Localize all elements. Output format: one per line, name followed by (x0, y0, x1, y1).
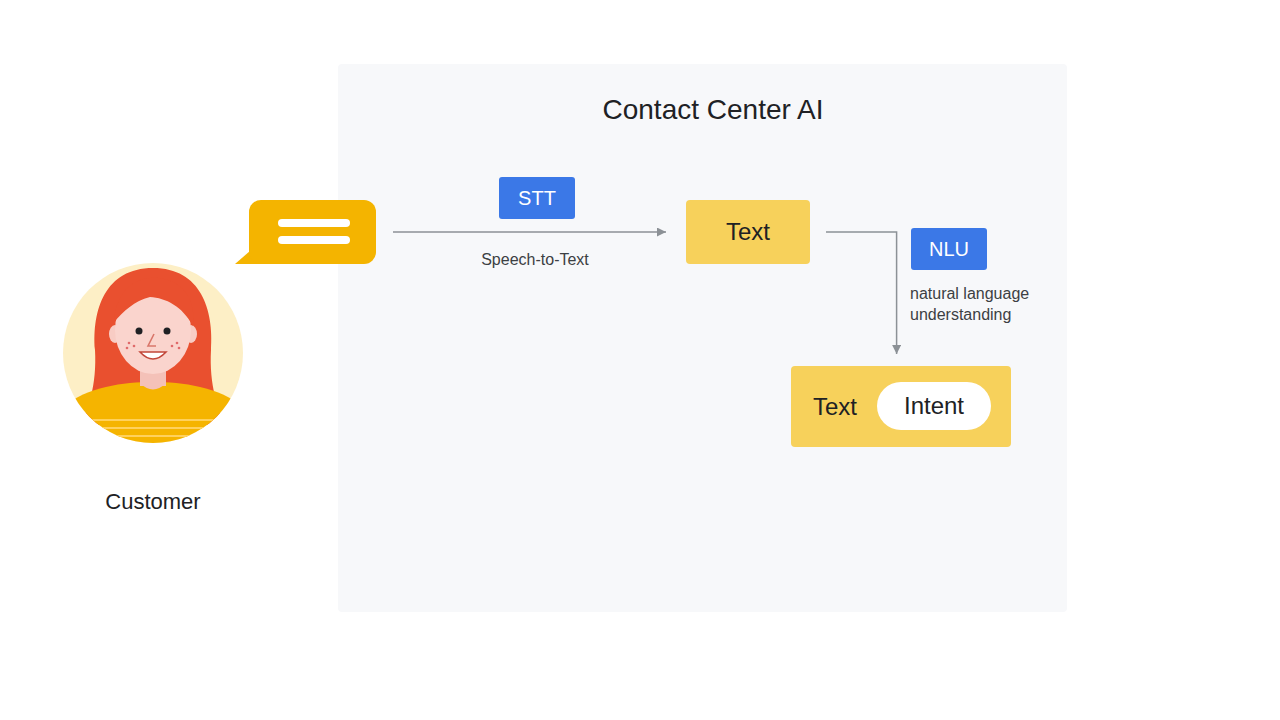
text-box: Text (686, 200, 810, 264)
stt-badge: STT (499, 177, 575, 219)
connector-arrow (826, 232, 897, 354)
node-text: STT (518, 186, 556, 210)
node-text: Customer (60, 488, 246, 516)
node-text: Text (813, 366, 857, 447)
nlu-badge: NLU (911, 228, 987, 270)
stt-caption: Speech-to-Text (435, 249, 635, 270)
node-text: NLU (929, 237, 969, 261)
node-text: Intent (904, 392, 964, 420)
customer-node: Customer (60, 195, 388, 525)
panel-ground (338, 64, 1067, 612)
node-text: Contact Center AI (513, 93, 913, 127)
speech-bubble (235, 200, 376, 264)
contact-center-panel: Contact Center AISTTTextNLUTextIntent (338, 64, 1067, 612)
intent-pill: Intent (877, 382, 991, 430)
customer-avatar (55, 263, 251, 460)
node-text: Text (726, 218, 770, 246)
text-intent-box: Text Intent (791, 366, 1011, 447)
connector-arrow (393, 231, 666, 233)
nlu-caption: natural language understanding (910, 283, 1060, 325)
